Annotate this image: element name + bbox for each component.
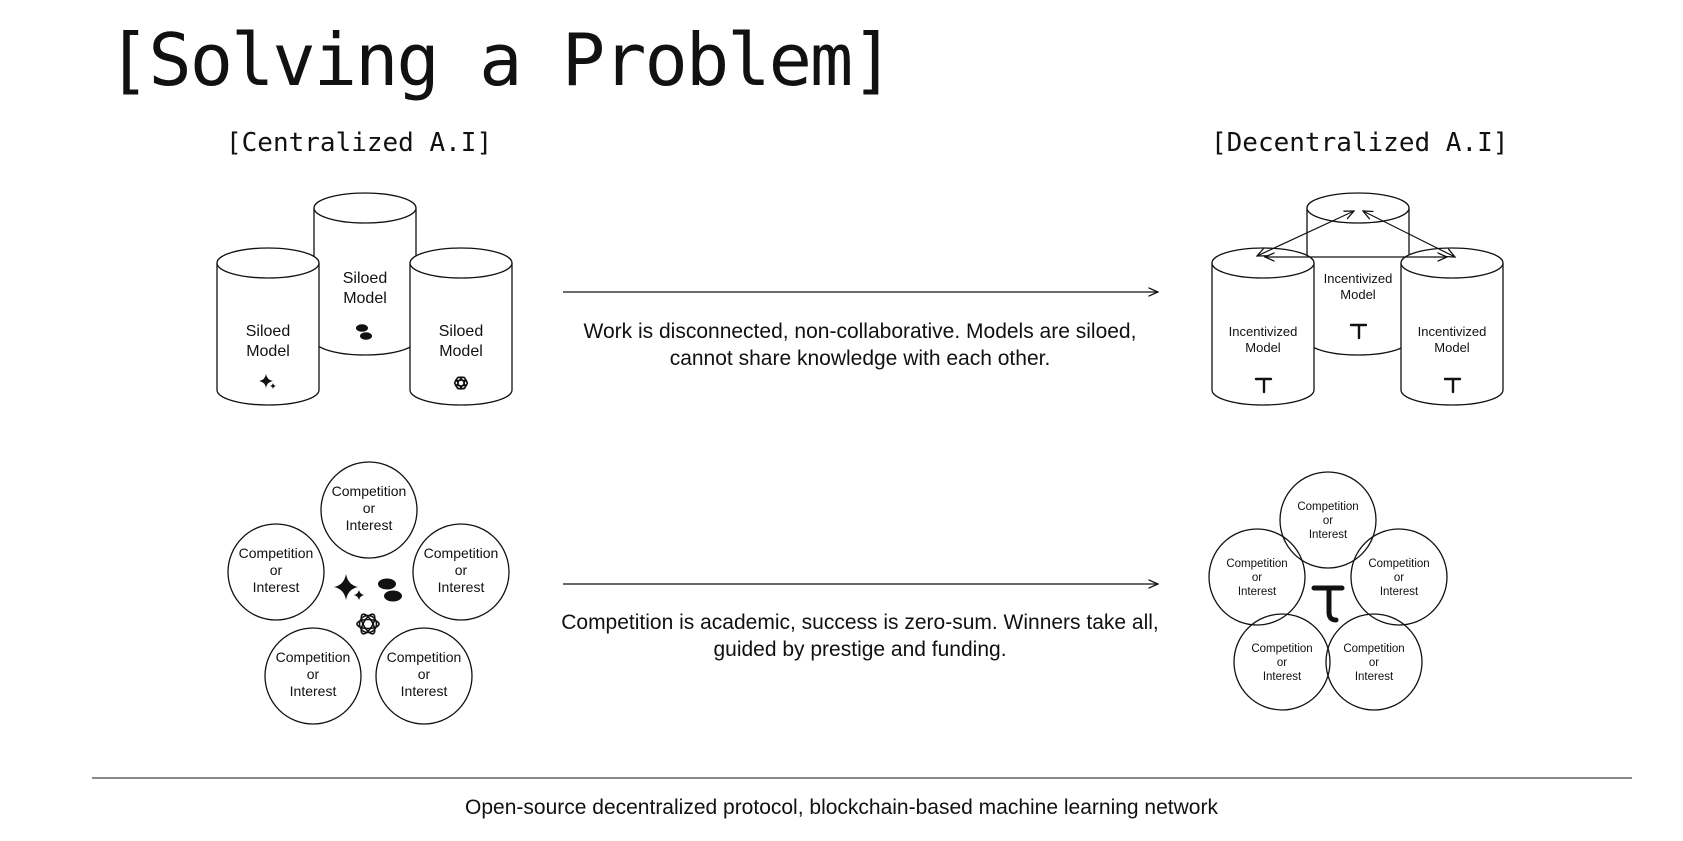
siloed-model-label: Siloed: [343, 270, 387, 287]
circle-label: Interest: [1380, 586, 1419, 598]
siloed-model-label: Model: [343, 290, 387, 307]
circle-label: Interest: [1263, 671, 1302, 683]
competition-circle: [320, 461, 418, 559]
circle-label: Interest: [1238, 586, 1277, 598]
openai-knot-icon: [356, 613, 380, 635]
circle-label: Competition: [1368, 558, 1429, 570]
circle-label: Competition: [1297, 501, 1358, 513]
centralized-heading: [Centralized A.I]: [226, 128, 493, 158]
siloed-model-label: Model: [439, 343, 483, 360]
circle-label: or: [270, 562, 283, 578]
circle-label: Competition: [332, 483, 407, 499]
blob-icon: [356, 324, 372, 340]
sparkle-icon: [259, 374, 276, 389]
circle-label: or: [307, 666, 320, 682]
openai-knot-icon: [453, 376, 469, 390]
circle-label: or: [1394, 572, 1404, 584]
competition-circle: [375, 627, 473, 725]
circle-label: Interest: [346, 517, 393, 533]
circle-label: or: [418, 666, 431, 682]
circle-label: or: [1252, 572, 1262, 584]
circle-label: Competition: [1343, 643, 1404, 655]
siloed-model-cylinder-center: [313, 192, 417, 356]
siloed-model-label: Siloed: [439, 323, 483, 340]
circle-label: or: [1369, 657, 1379, 669]
competition-circle: [1325, 613, 1423, 711]
incentivized-model-label: Model: [1434, 340, 1470, 355]
circle-label: or: [1277, 657, 1287, 669]
tau-icon: [1311, 585, 1345, 623]
tau-icon: [1254, 377, 1273, 394]
footer-text: Open-source decentralized protocol, bloc…: [465, 796, 1218, 819]
incentivized-model-label: Incentivized: [1229, 324, 1298, 339]
incentivized-model-label: Model: [1340, 287, 1376, 302]
circle-label: or: [455, 562, 468, 578]
competition-circle: [227, 523, 325, 621]
competition-circle: [1233, 613, 1331, 711]
competition-circle: [1279, 471, 1377, 569]
circle-label: Interest: [253, 579, 300, 595]
circle-label: Interest: [401, 683, 448, 699]
circle-label: Interest: [1355, 671, 1394, 683]
circle-label: Interest: [438, 579, 485, 595]
models-caption: Work is disconnected, non-collaborative.…: [583, 320, 1137, 370]
incentivized-model-label: Model: [1245, 340, 1281, 355]
circle-label: or: [1323, 515, 1333, 527]
circle-label: Interest: [1309, 529, 1348, 541]
incentivized-model-label: Incentivized: [1418, 324, 1487, 339]
incentivized-model-label: Incentivized: [1324, 271, 1393, 286]
siloed-model-cylinder-right: [409, 247, 513, 406]
competition-circle: [264, 627, 362, 725]
circle-label: Competition: [239, 545, 314, 561]
competition-circle: [412, 523, 510, 621]
circle-label: Interest: [290, 683, 337, 699]
circle-label: Competition: [1251, 643, 1312, 655]
siloed-model-cylinder-left: [216, 247, 320, 406]
siloed-model-label: Siloed: [246, 323, 290, 340]
sparkle-icon: [334, 574, 364, 600]
page-title: [Solving a Problem]: [107, 18, 895, 102]
competition-caption: Competition is academic, success is zero…: [561, 611, 1159, 661]
decentralized-heading: [Decentralized A.I]: [1211, 128, 1509, 158]
circle-label: Competition: [276, 649, 351, 665]
circle-label: or: [363, 500, 376, 516]
sharing-arrows: [1257, 211, 1455, 257]
siloed-model-label: Model: [246, 343, 290, 360]
competition-circle: [1350, 528, 1448, 626]
circle-label: Competition: [1226, 558, 1287, 570]
circle-label: Competition: [424, 545, 499, 561]
tau-icon: [1443, 377, 1462, 394]
circle-label: Competition: [387, 649, 462, 665]
blob-icon: [378, 578, 402, 602]
tau-icon: [1349, 323, 1368, 340]
competition-circle: [1208, 528, 1306, 626]
